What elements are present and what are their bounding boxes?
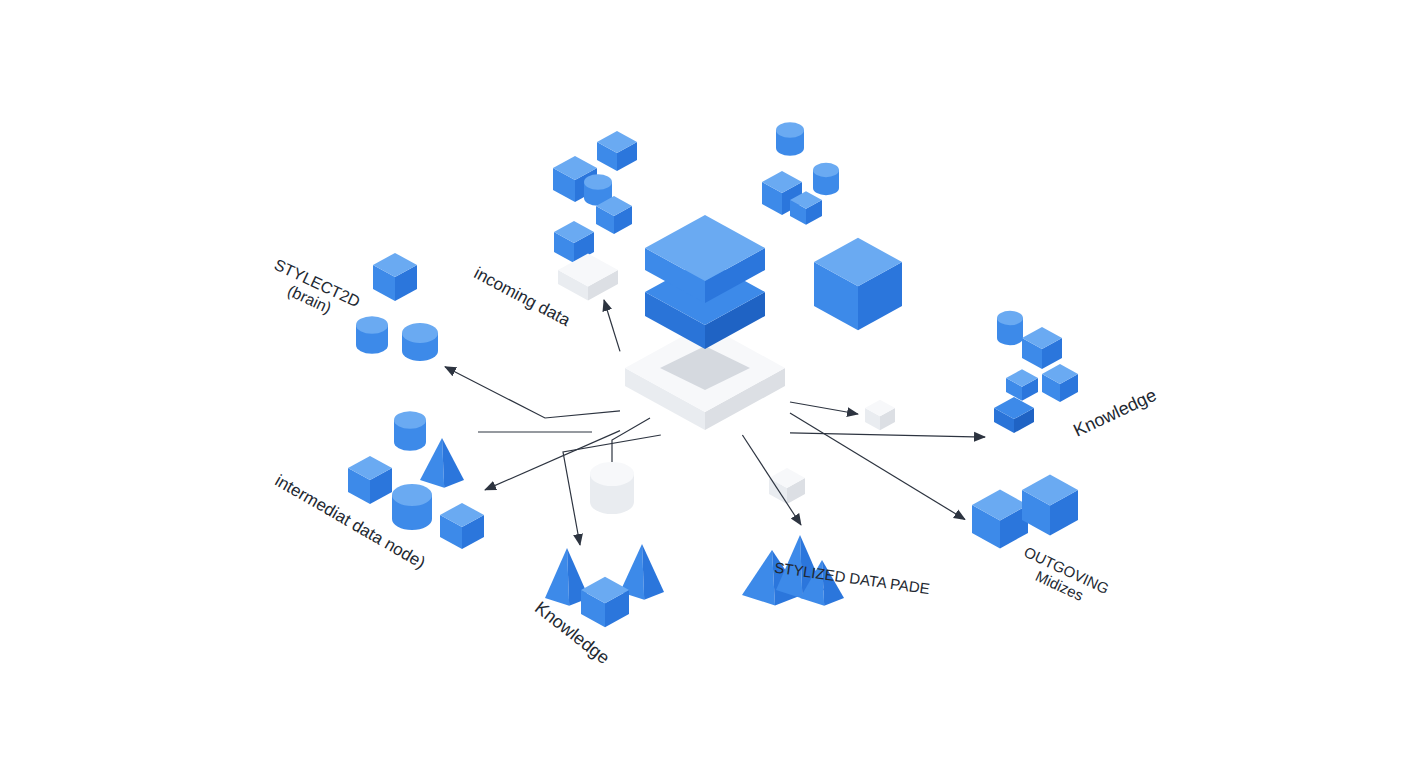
iso-cube xyxy=(769,468,805,504)
cluster-label: STYLIZED DATA PADE xyxy=(773,559,931,598)
iso-cube xyxy=(972,490,1028,549)
data-cluster: STYLIZED DATA PADE xyxy=(735,525,845,610)
iso-cube xyxy=(1006,369,1038,401)
data-cluster: Knowledge xyxy=(545,545,670,630)
data-cluster: incoming data xyxy=(540,125,620,300)
iso-cylinder xyxy=(997,311,1023,345)
leader-line xyxy=(478,431,592,432)
iso-cube xyxy=(373,253,417,301)
data-cluster: intermediat data node) xyxy=(340,400,485,545)
hub-node xyxy=(620,215,790,435)
leader-arrow xyxy=(790,402,858,414)
iso-cylinder xyxy=(776,122,804,155)
cluster-label: STYLECT2D (brain) xyxy=(260,254,366,330)
iso-cylinder xyxy=(356,316,388,354)
iso-cube xyxy=(994,397,1034,433)
data-cluster: Knowledge xyxy=(985,295,1080,440)
flow-arrow xyxy=(790,413,965,520)
cluster-label: Knowledge xyxy=(531,597,614,668)
flow-arrow xyxy=(445,367,620,418)
iso-cube xyxy=(581,577,629,627)
flow-arrow xyxy=(790,433,985,437)
iso-cube xyxy=(790,191,822,225)
iso-cube xyxy=(1022,327,1062,369)
flow-arrow xyxy=(604,300,620,351)
iso-cylinder xyxy=(590,462,634,514)
iso-cube xyxy=(1022,475,1078,536)
cluster-label: Knowledge xyxy=(1070,385,1159,441)
iso-cylinder xyxy=(813,163,839,195)
flow-arrow xyxy=(485,431,620,490)
cluster-label: intermediat data node) xyxy=(271,471,428,573)
iso-cube xyxy=(1042,364,1078,402)
iso-cube xyxy=(597,131,637,171)
data-cluster: OUTGOVING Midizes xyxy=(965,470,1085,560)
iso-cube xyxy=(645,215,765,303)
flow-arrow xyxy=(563,435,661,545)
iso-cube xyxy=(596,196,632,234)
iso-cube xyxy=(348,456,392,504)
iso-cube xyxy=(814,238,902,330)
iso-cylinder xyxy=(394,411,426,451)
iso-cube xyxy=(440,503,484,549)
iso-cube xyxy=(558,254,618,301)
platform-inset xyxy=(660,346,750,390)
cluster-label: incoming data xyxy=(471,264,574,331)
iso-cylinder xyxy=(402,323,438,361)
iso-cube xyxy=(865,400,895,431)
iso-cylinder xyxy=(392,484,432,530)
flow-arrow xyxy=(742,435,801,525)
data-cluster: STYLECT2D (brain) xyxy=(350,248,445,373)
iso-pyramid xyxy=(420,438,464,488)
cluster-label: OUTGOVING Midizes xyxy=(1007,540,1119,617)
